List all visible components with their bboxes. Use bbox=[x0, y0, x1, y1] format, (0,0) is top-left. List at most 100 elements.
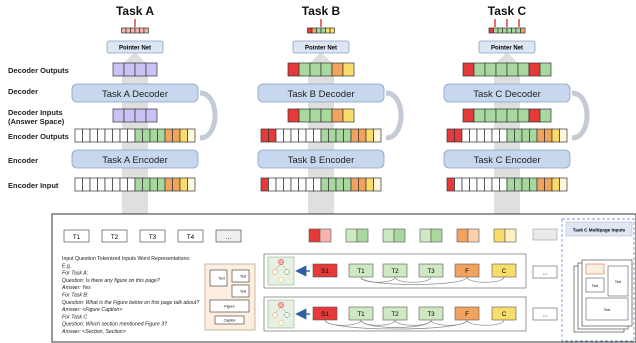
pointer-net-box bbox=[478, 40, 536, 54]
encoder-input-tokens-cell bbox=[89, 177, 98, 192]
token-box bbox=[177, 229, 204, 243]
graph-edge bbox=[360, 276, 468, 285]
encoder-output-tokens-cell bbox=[313, 128, 322, 143]
encoder-output-tokens-cell bbox=[268, 128, 277, 143]
encoder-output-tokens-cell bbox=[476, 128, 485, 143]
pointer-tokens-cell bbox=[515, 27, 521, 34]
multipage-text-2: Text bbox=[592, 284, 598, 288]
decoder-label: Task A Decoder bbox=[102, 89, 168, 100]
encoder-input-tokens-cell bbox=[275, 177, 284, 192]
multipage-text-1: Text bbox=[615, 280, 621, 284]
question-text-line: For Task B: bbox=[62, 293, 89, 299]
encoder-input-tokens-cell bbox=[454, 177, 463, 192]
decoder-output-tokens-cell bbox=[331, 62, 344, 77]
decoder-input-tokens-cell bbox=[473, 108, 486, 123]
row-label-encoder-outputs: Encoder Outputs bbox=[8, 132, 69, 141]
encoder-output-tokens-cell bbox=[260, 128, 269, 143]
pointer-tokens-cell bbox=[316, 27, 322, 34]
graph-edge bbox=[394, 319, 432, 326]
encoder-output-tokens-cell bbox=[157, 128, 166, 143]
decoder-output-tokens-cell bbox=[495, 62, 508, 77]
pointer-tokens-cell bbox=[320, 27, 326, 34]
question-text-line: E.g. bbox=[62, 263, 71, 269]
pointer-tokens-cell bbox=[130, 27, 136, 34]
decoder-input-tokens-cell bbox=[298, 108, 311, 123]
pointer-tokens-cell bbox=[325, 27, 331, 34]
encoder-output-tokens-cell bbox=[104, 128, 113, 143]
decoder-output-tokens-cell bbox=[539, 62, 552, 77]
token-box-label: T1 bbox=[73, 234, 81, 241]
encoder-output-tokens-cell bbox=[358, 128, 367, 143]
encoder-label: Task B Encoder bbox=[288, 155, 355, 166]
doc-text-1: Text bbox=[219, 277, 225, 281]
encoder-output-tokens-cell bbox=[82, 128, 91, 143]
graph-node-label: T3 bbox=[427, 268, 435, 275]
encoder-input-tokens-cell bbox=[491, 177, 500, 192]
decoder-input-tokens-cell bbox=[145, 108, 158, 123]
encoder-output-tokens-cell bbox=[446, 128, 455, 143]
color-token bbox=[319, 228, 332, 243]
encoder-input-tokens-cell bbox=[551, 177, 560, 192]
ellipsis-2: ... bbox=[542, 313, 547, 319]
token-box-label: T4 bbox=[187, 234, 195, 241]
multipage-label: Task C Multipage Inputs bbox=[573, 228, 626, 233]
graph-node-label: T1 bbox=[357, 311, 365, 318]
encoder-output-tokens-cell bbox=[454, 128, 463, 143]
encoder-output-tokens-cell bbox=[491, 128, 500, 143]
encoder-input-tokens-cell bbox=[469, 177, 478, 192]
question-text-line: Input Question Tokenized Inputs Word Rep… bbox=[62, 256, 190, 262]
pointer-tokens-cell bbox=[520, 27, 526, 34]
pointer-net-label: Pointer Net bbox=[119, 46, 151, 52]
encoder-block bbox=[71, 149, 199, 169]
decoder-input-tokens-cell bbox=[112, 108, 125, 123]
encoder-output-tokens-cell bbox=[350, 128, 359, 143]
encoder-output-tokens-cell bbox=[164, 128, 173, 143]
pointer-tokens-cell bbox=[493, 27, 499, 34]
graph-edge bbox=[430, 319, 468, 326]
graph-node-label: F bbox=[465, 268, 469, 275]
row-label-decoder-inputs: Decoder Inputs bbox=[8, 108, 63, 117]
token-box bbox=[101, 229, 128, 243]
color-token bbox=[430, 228, 443, 243]
decoder-input-tokens-cell bbox=[495, 108, 508, 123]
token-box bbox=[63, 229, 90, 243]
decoder-input-tokens-cell bbox=[484, 108, 497, 123]
encoder-output-tokens-cell bbox=[484, 128, 493, 143]
encoder-output-tokens-cell bbox=[119, 128, 128, 143]
decoder-output-tokens-cell bbox=[473, 62, 486, 77]
multipage-panel: Task C Multipage Inputs Text Text Text bbox=[561, 218, 635, 342]
pointer-tokens-cell bbox=[307, 27, 313, 34]
encoder-output-tokens-cell bbox=[112, 128, 121, 143]
encoder-input-tokens-cell bbox=[358, 177, 367, 192]
encoder-output-tokens-cell bbox=[134, 128, 143, 143]
decoder-input-tokens-cell bbox=[506, 108, 519, 123]
token-box-label: T3 bbox=[149, 234, 157, 241]
encoder-input-tokens-cell bbox=[514, 177, 523, 192]
encoder-input-tokens-cell bbox=[172, 177, 181, 192]
decoder-output-tokens-cell bbox=[145, 62, 158, 77]
feedback-arrow bbox=[199, 90, 218, 141]
encoder-input-tokens-cell bbox=[446, 177, 455, 192]
encoder-input-tokens-cell bbox=[74, 177, 83, 192]
encoder-output-tokens-cell bbox=[142, 128, 151, 143]
question-text-line: Answer: Yes bbox=[61, 285, 91, 291]
decoder-input-tokens-cell bbox=[539, 108, 552, 123]
encoder-input-tokens-cell bbox=[157, 177, 166, 192]
pointer-tokens-cell bbox=[511, 27, 517, 34]
decoder-output-tokens-cell bbox=[506, 62, 519, 77]
encoder-output-tokens-cell bbox=[343, 128, 352, 143]
decoder-input-tokens bbox=[462, 108, 552, 123]
pointer-net-label: Pointer Net bbox=[305, 46, 337, 52]
color-token bbox=[393, 228, 406, 243]
encoder-input-tokens-cell bbox=[260, 177, 269, 192]
encoder-label: Task A Encoder bbox=[102, 155, 167, 166]
question-text-line: Answer: <Section, Section> bbox=[61, 329, 126, 335]
encoder-input-tokens bbox=[260, 177, 382, 192]
encoder-input-tokens-cell bbox=[268, 177, 277, 192]
graph-node-label: C bbox=[502, 268, 507, 275]
encoder-input-tokens-cell bbox=[461, 177, 470, 192]
decoder-block bbox=[257, 83, 385, 103]
